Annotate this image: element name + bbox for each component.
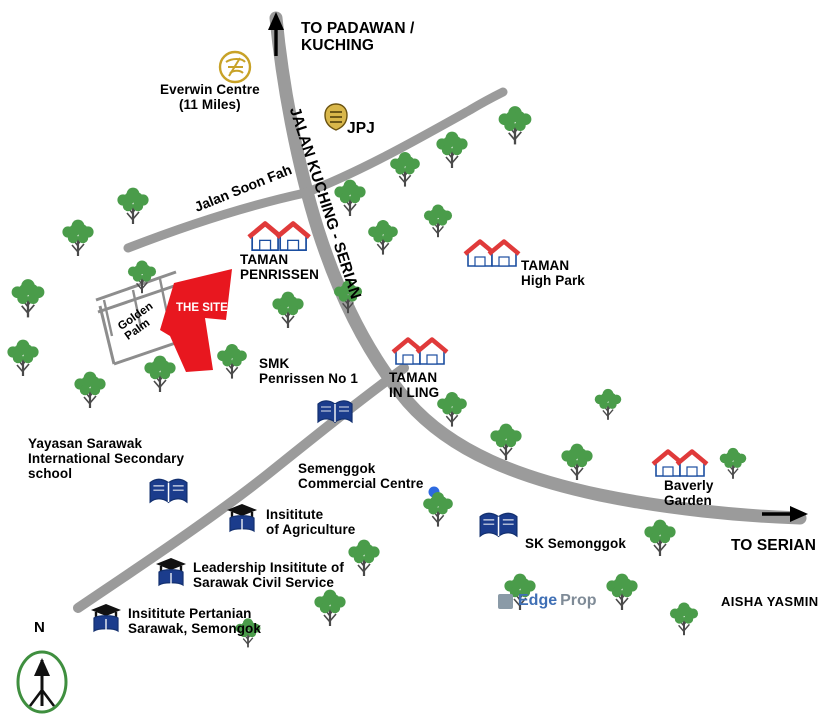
direction-label-to-padawan-kuching: TO PADAWAN / KUCHING (301, 20, 415, 55)
place-label-insititute-pertanian-sarawak-semongok: Insititute Pertanian Sarawak, Semongok (128, 606, 262, 637)
tree-icon (73, 370, 107, 410)
tree-icon (367, 218, 399, 256)
credit-label: AISHA YASMIN (721, 594, 819, 609)
watermark-edge-text: Edge (518, 592, 558, 609)
tree-icon (593, 387, 623, 421)
everwin-logo-icon (218, 50, 252, 84)
tree-icon (668, 601, 700, 637)
north-direction-arrow-icon (268, 12, 284, 56)
tree-icon (10, 278, 46, 319)
place-label-leadership-insititute-of-sarawak-civil-service: Leadership Insititute of Sarawak Civil S… (193, 560, 344, 591)
tree-icon (333, 178, 367, 218)
tree-icon (271, 290, 305, 330)
tree-icon (436, 390, 468, 428)
compass-rose-icon (16, 650, 68, 714)
tree-icon (389, 150, 421, 188)
tree-icon (422, 490, 454, 528)
place-label-jpj: JPJ (347, 120, 375, 137)
place-label-taman-high-park: TAMAN High Park (521, 258, 585, 289)
tree-icon (718, 446, 748, 480)
place-label-yayasan-sarawak-international-secondary-school: Yayasan Sarawak International Secondary … (28, 436, 185, 482)
place-label-taman-in-ling: TAMAN IN LING (389, 370, 440, 401)
tree-icon (347, 538, 381, 578)
place-label-sk-semonggok: SK Semonggok (525, 536, 626, 551)
road-secondary-southwest (73, 363, 409, 613)
tree-icon (605, 572, 639, 612)
place-label-taman-penrissen: TAMAN PENRISSEN (240, 252, 319, 283)
tree-icon (6, 338, 40, 378)
tree-icon (422, 203, 454, 239)
tree-icon (435, 130, 469, 170)
place-label-insititute-of-agriculture: Insititute of Agriculture (266, 507, 356, 538)
tree-icon (643, 518, 677, 558)
tree-icon (61, 218, 95, 258)
tree-icon (143, 354, 177, 394)
place-label-everwin-centre: Everwin Centre (11 Miles) (160, 82, 260, 113)
watermark-prop-text: Prop (560, 592, 597, 609)
tree-icon (313, 588, 347, 628)
tree-icon (497, 105, 533, 146)
road-jalan-kuching-serian (269, 11, 807, 525)
place-label-semenggok-commercial-centre: Semenggok Commercial Centre (298, 461, 424, 492)
tree-icon (489, 422, 523, 462)
edgeprop-watermark: Edge Prop (498, 592, 597, 610)
tree-icon (560, 442, 594, 482)
compass-north-letter: N (34, 619, 45, 636)
road-jalan-soon-fah (123, 87, 508, 253)
place-label-smk-penrissen-no-1: SMK Penrissen No 1 (259, 356, 358, 387)
jpj-crest-icon (324, 103, 348, 131)
edgeprop-logo-icon (498, 593, 513, 609)
place-label-baverly-garden: Baverly Garden (664, 478, 714, 509)
tree-icon (116, 186, 150, 226)
tree-layer (6, 105, 748, 649)
site-label: THE SITE (176, 302, 228, 314)
east-direction-arrow-icon (762, 506, 808, 522)
site-polygon[interactable] (160, 269, 232, 372)
direction-label-to-serian: TO SERIAN (731, 537, 817, 554)
tree-icon (216, 342, 248, 380)
